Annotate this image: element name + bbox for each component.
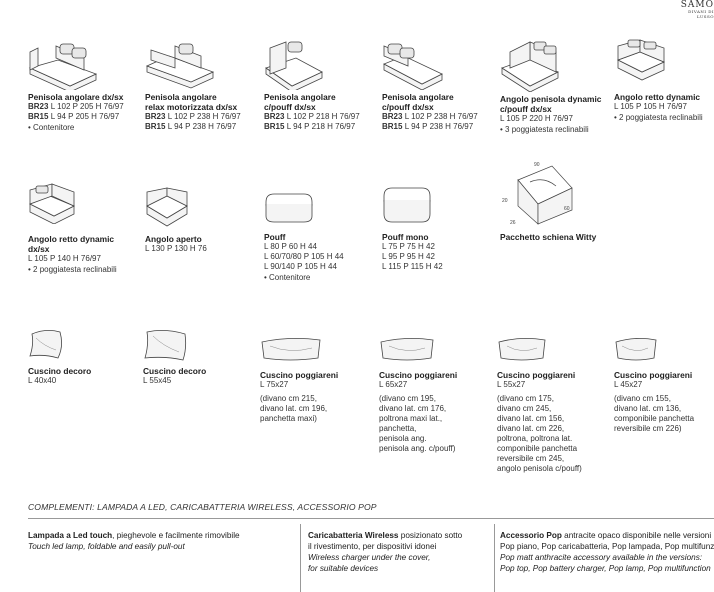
product-pacchetto-schiena: 90 60 26 20 Pacchetto schiena Witty (500, 162, 597, 242)
cushion-illustration (380, 338, 434, 361)
svg-text:60: 60 (564, 206, 570, 212)
pouff-illustration (383, 187, 431, 223)
pouff-illustration (265, 193, 313, 223)
sofa-illustration (28, 43, 98, 90)
divider (494, 524, 495, 592)
product-cuscino-poggiareni-45: Cuscino poggiareni L 45x27 (divano cm 15… (614, 336, 714, 434)
cushion-illustration (498, 338, 546, 361)
product-cuscino-poggiareni-55: Cuscino poggiareni L 55x27 (divano cm 17… (497, 336, 615, 474)
product-cuscino-poggiareni-65: Cuscino poggiareni L 65x27 (divano cm 19… (379, 336, 497, 454)
cushion-illustration (144, 330, 187, 361)
cushion-illustration (615, 338, 657, 361)
sofa-illustration (29, 183, 75, 224)
cushion-illustration (29, 330, 62, 359)
product-pouff: Pouff L 80 P 60 H 44 L 60/70/80 P 105 H … (264, 192, 382, 283)
product-pouff-mono: Pouff mono L 75 P 75 H 42 L 95 P 95 H 42… (382, 186, 500, 272)
divider (300, 524, 301, 592)
svg-text:26: 26 (510, 220, 516, 226)
svg-text:20: 20 (502, 198, 508, 204)
sofa-illustration (616, 39, 666, 81)
complemento-pop: Accessorio Pop antracite opaco disponibi… (500, 531, 714, 573)
sofa-illustration (501, 41, 559, 92)
product-cuscino-decoro-55: Cuscino decoro L 55x45 (143, 328, 261, 386)
svg-text:90: 90 (534, 162, 540, 168)
product-angolo-aperto: Angolo aperto L 130 P 130 H 76 (145, 186, 263, 254)
product-cuscino-poggiareni-75: Cuscino poggiareni L 75x27 (divano cm 21… (260, 336, 378, 424)
divider (28, 518, 714, 519)
product-cuscino-decoro-40: Cuscino decoro L 40x40 (28, 328, 146, 386)
complemento-caricabatteria: Caricabatteria Wireless posizionato sott… (308, 531, 463, 573)
complementi-title: COMPLEMENTI: LAMPADA A LED, CARICABATTER… (28, 502, 377, 512)
cushion-diagram: 90 60 26 20 (502, 162, 573, 226)
complemento-lampada: Lampada a Led touch, pieghevole e facilm… (28, 531, 240, 551)
product-angolo-retto-dynamic: Angolo retto dynamic L 105 P 105 H 76/97… (614, 38, 714, 123)
sofa-illustration (383, 43, 443, 90)
sofa-illustration (265, 41, 323, 90)
sofa-illustration (145, 43, 215, 89)
cushion-illustration (261, 338, 321, 361)
product-penisola-angolare: Penisola angolare dx/sx BR23 L 102 P 205… (28, 38, 146, 133)
sofa-illustration (146, 187, 188, 227)
